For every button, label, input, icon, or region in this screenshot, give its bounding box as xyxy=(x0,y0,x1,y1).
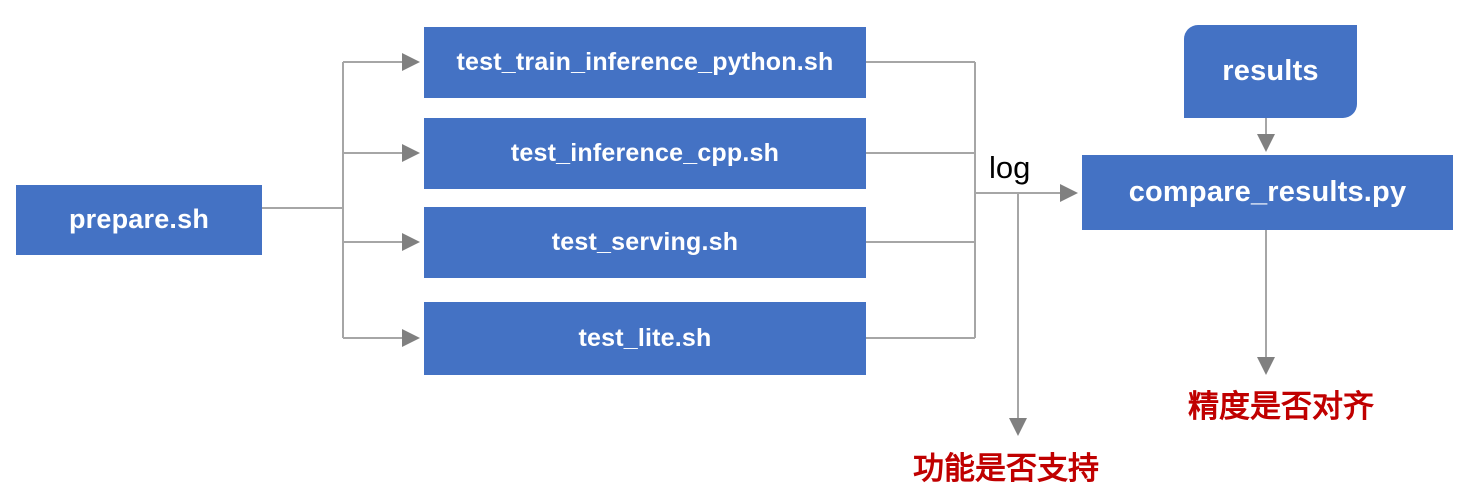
node-test-inference-cpp-sh[interactable]: test_inference_cpp.sh xyxy=(424,118,866,189)
node-test-serving-sh[interactable]: test_serving.sh xyxy=(424,207,866,278)
node-results-label: results xyxy=(1222,54,1319,87)
node-test-inference-cpp-sh-label: test_inference_cpp.sh xyxy=(510,138,780,167)
node-test-serving-sh-label: test_serving.sh xyxy=(551,227,739,256)
node-prepare-sh[interactable]: prepare.sh xyxy=(16,185,262,255)
node-test-lite-sh[interactable]: test_lite.sh xyxy=(424,302,866,375)
node-test-lite-sh-label: test_lite.sh xyxy=(578,323,712,352)
node-prepare-sh-label: prepare.sh xyxy=(68,204,210,235)
node-results[interactable]: results xyxy=(1184,25,1357,118)
annotation-precision-aligned: 精度是否对齐 xyxy=(1188,389,1374,425)
node-compare-results-py-label: compare_results.py xyxy=(1128,175,1407,208)
node-test-train-inference-python-sh[interactable]: test_train_inference_python.sh xyxy=(424,27,866,98)
node-test-train-inference-python-sh-label: test_train_inference_python.sh xyxy=(456,47,834,76)
edge-label-log: log xyxy=(989,150,1031,185)
node-compare-results-py[interactable]: compare_results.py xyxy=(1082,155,1453,230)
annotation-function-supported: 功能是否支持 xyxy=(913,451,1099,487)
